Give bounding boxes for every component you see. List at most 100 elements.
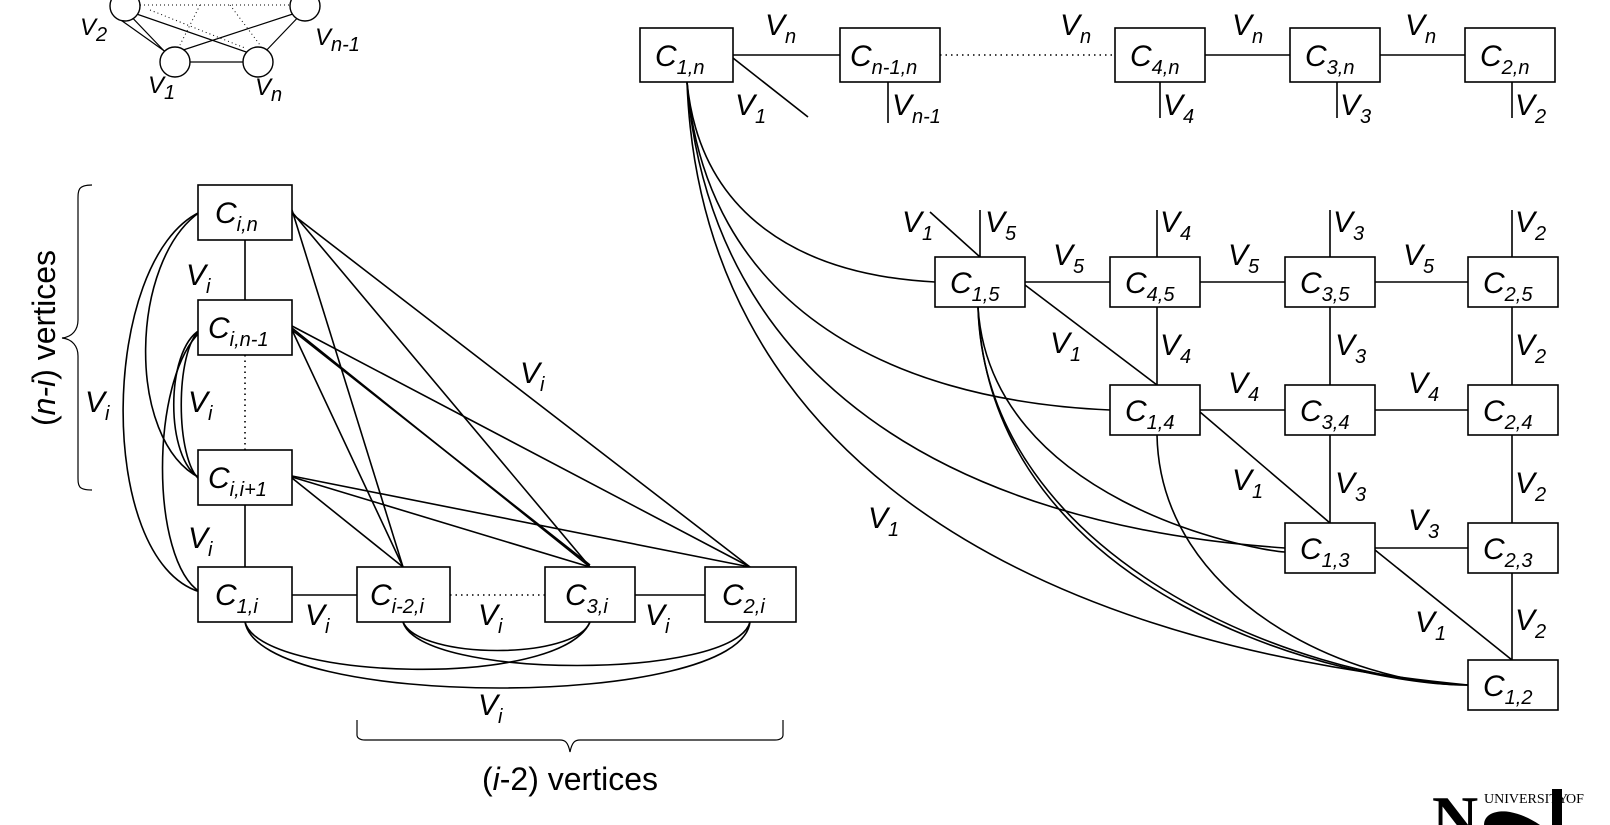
box-c1i: [197, 566, 293, 623]
curve-c1n-c15: [686, 81, 936, 283]
label-vi: Vi: [645, 599, 670, 638]
curve-c15-c12: [977, 306, 1469, 686]
vertex-v2: [109, 0, 141, 22]
curve-c15-c12b: [977, 306, 1469, 686]
diag: [291, 476, 591, 568]
label-v2: V2: [1515, 604, 1546, 643]
diag: [291, 329, 591, 566]
box-c13-label: C1,3: [1300, 533, 1349, 572]
box-c34: [1284, 384, 1376, 436]
edge-label-vn: Vn: [1060, 9, 1091, 48]
horizontal-brace: [356, 720, 784, 753]
label-vi: Vi: [188, 522, 213, 561]
label-v1-curves: V1: [868, 502, 899, 541]
label-v1: V1: [1232, 464, 1263, 503]
label-v5: V5: [1403, 239, 1435, 278]
box-c24: [1467, 384, 1559, 436]
vertex-v1: [159, 46, 191, 78]
box-c35: [1284, 256, 1376, 308]
grid-diagonal: [1024, 284, 1158, 386]
k-edge-dotted: [229, 4, 261, 46]
label-vn-1: Vn-1: [315, 24, 360, 56]
box-c3n-label: C3,n: [1305, 40, 1354, 79]
box-c4n: [1114, 27, 1206, 83]
label-v3: V3: [1335, 467, 1366, 506]
box-c3n: [1289, 27, 1381, 83]
box-c1i-label: C1,i: [215, 579, 258, 618]
edge-label-vn: Vn: [1405, 9, 1436, 48]
curve-c1n-c12: [686, 81, 1469, 686]
vertex-vn: [242, 46, 274, 78]
label-v2: V2: [80, 14, 107, 46]
arc-ci2i-c2i: [402, 621, 751, 667]
box-cii1-label: Ci,i+1: [208, 462, 267, 501]
box-c25-label: C2,5: [1483, 267, 1533, 306]
arc-ci2i-c3i: [402, 621, 591, 652]
complete-graph: V2 Vn-1 V1 Vn: [80, 0, 360, 106]
box-cii1: [197, 449, 293, 506]
arc-c1i-c2i: [244, 621, 751, 689]
label-vi: Vi: [520, 357, 545, 396]
box-cin1-label: Ci,n-1: [208, 312, 269, 351]
top-row: C1,n Cn-1,n C4,n C3,n C2,n Vn Vn Vn Vn V…: [639, 9, 1556, 128]
box-c4n-label: C4,n: [1130, 40, 1179, 79]
box-cn-1n-label: Cn-1,n: [850, 40, 917, 79]
box-c14: [1109, 384, 1201, 436]
box-c45-label: C4,5: [1125, 267, 1175, 306]
label-v1: V1: [902, 206, 933, 245]
label-vi: Vi: [478, 599, 503, 638]
curve-c14-c12: [1156, 434, 1469, 686]
box-c34-label: C3,4: [1300, 395, 1349, 434]
box-c2i: [704, 566, 797, 623]
box-c45: [1109, 256, 1201, 308]
label-vi: Vi: [478, 689, 503, 728]
label-v2: V2: [1515, 329, 1546, 368]
k-edge: [124, 9, 256, 56]
diag: [291, 477, 404, 568]
box-c23-label: C2,3: [1483, 533, 1532, 572]
c1n-curves: [686, 81, 1469, 686]
pendant-label-v1: V1: [735, 89, 766, 128]
box-c25: [1467, 256, 1559, 308]
k-edge: [167, 9, 306, 56]
diag: [291, 475, 751, 568]
label-vn: Vn: [255, 74, 282, 106]
diag: [291, 213, 751, 568]
label-v2: V2: [1515, 206, 1546, 245]
label-v5: V5: [1228, 239, 1260, 278]
pendant-label-v2: V2: [1515, 89, 1546, 128]
box-c3i-label: C3,i: [565, 579, 608, 618]
logo-letter: N: [1432, 783, 1478, 825]
pendant-label-v3: V3: [1340, 89, 1371, 128]
box-cn-1n: [839, 27, 941, 83]
logo-university: UNIVERSITY: [1484, 792, 1568, 807]
label-v1: V1: [1050, 327, 1081, 366]
label-v3: V3: [1333, 206, 1364, 245]
box-c1n-label: C1,n: [655, 40, 704, 79]
horizontal-brace-label: (i-2) vertices: [482, 761, 658, 797]
arc-cin-c1i: [122, 211, 201, 593]
label-v4: V4: [1408, 367, 1439, 406]
box-cin-label: Ci,n: [215, 197, 258, 236]
diag: [291, 211, 591, 568]
label-vi: Vi: [305, 599, 330, 638]
curve-c1n-c13: [686, 81, 1286, 549]
label-v4: V4: [1160, 206, 1191, 245]
label-v3: V3: [1408, 504, 1439, 543]
box-cin: [197, 184, 293, 241]
vertical-brace-label: (n-i) vertices: [26, 250, 62, 426]
diag: [291, 329, 404, 568]
pendant-label-v4: V4: [1163, 89, 1194, 128]
grid: C1,5 C4,5 C3,5 C2,5 C1,4 C3,4 C2,4 C1,3 …: [868, 206, 1559, 711]
box-c1n: [639, 27, 734, 83]
label-v5: V5: [1053, 239, 1085, 278]
k-edge-dotted: [149, 9, 246, 49]
label-v1: V1: [1415, 606, 1446, 645]
edge-label-vn: Vn: [1232, 9, 1263, 48]
arc-cin1-cii1: [172, 329, 201, 479]
label-v3: V3: [1335, 329, 1366, 368]
box-c13: [1284, 522, 1376, 574]
label-v5: V5: [985, 206, 1017, 245]
